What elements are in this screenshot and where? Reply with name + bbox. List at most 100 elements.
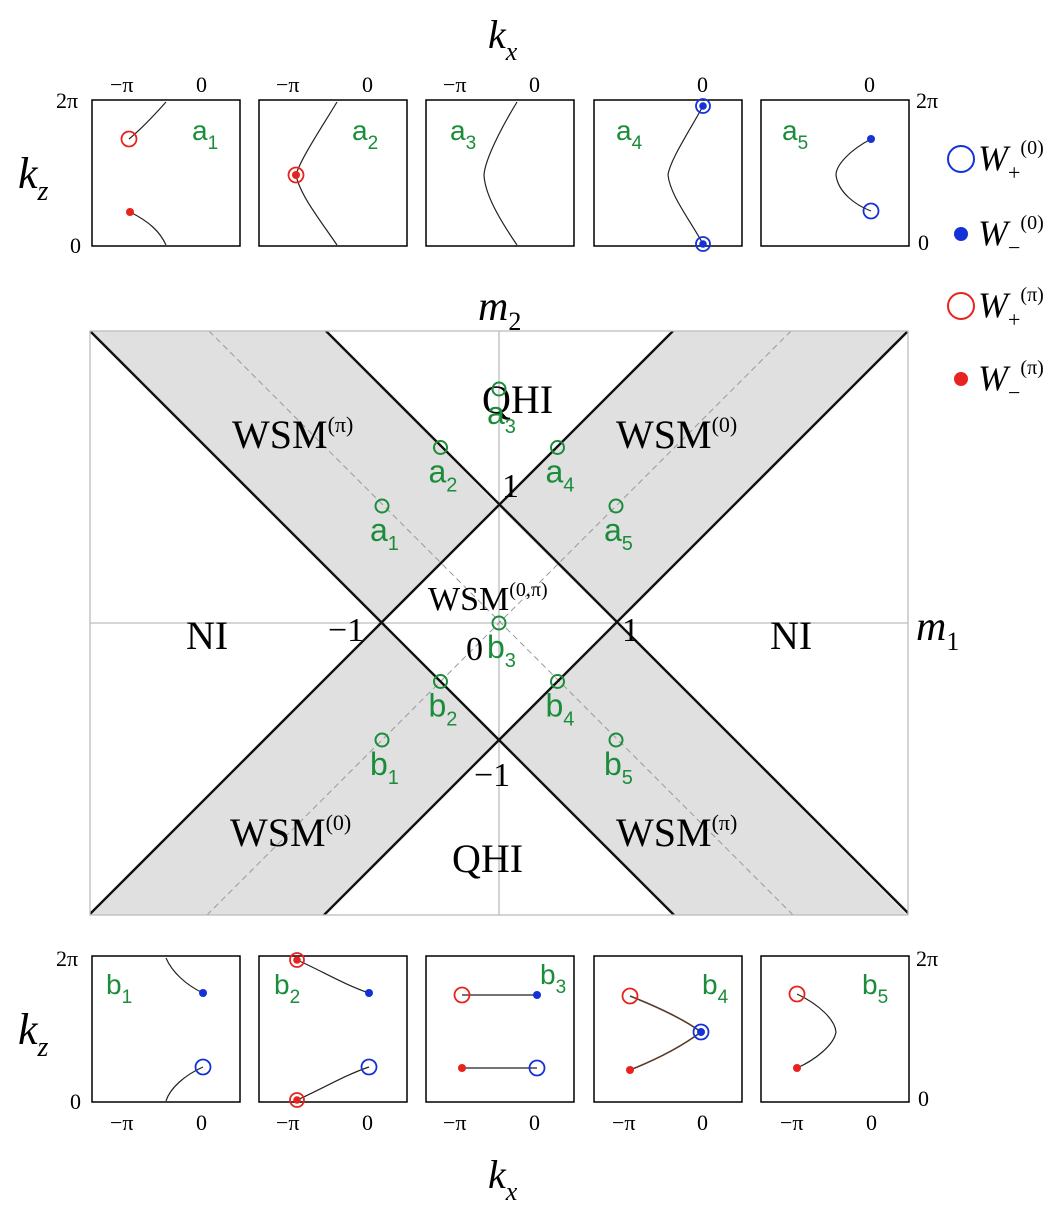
- top-panel-a5: a5: [760, 99, 910, 247]
- bottom-panel-b3-label: b3: [540, 959, 566, 998]
- bottom-panel-b2-open-blue-marker: [360, 1058, 378, 1076]
- point-b1-marker: [374, 732, 390, 748]
- top-tick-zero-5: 0: [864, 72, 875, 97]
- top-panel-a2: a2: [258, 99, 408, 247]
- top-right-zero: 0: [918, 230, 929, 255]
- bottom-panel-b4-curve-lower: [629, 1031, 702, 1071]
- top-panel-a5-filled-blue-marker: [867, 135, 875, 143]
- top-tick-minus-pi-2: −π: [276, 72, 300, 97]
- bottom-panel-b3-filled-red-marker: [458, 1064, 466, 1072]
- top-panel-a2-label: a2: [352, 115, 378, 154]
- top-tick-labels: −π 0 −π 0 −π 0 0 0: [110, 72, 875, 97]
- point-a2-marker: [433, 440, 448, 455]
- point-b2-label: b2: [429, 688, 458, 731]
- bottom-panel-b4-label: b4: [702, 969, 729, 1008]
- point-a4-label-index: 4: [563, 475, 574, 497]
- label-wsm-0-lower-left: WSM(0): [230, 810, 351, 855]
- top-panel-a4: a4: [593, 98, 743, 252]
- label-wsm-pi-upper-left: WSM(π): [232, 412, 353, 457]
- point-b1-label-index: 1: [388, 767, 399, 789]
- top-panel-a1-open-red-marker: [120, 130, 138, 148]
- top-panel-a4-label: a4: [616, 115, 643, 154]
- top-kz-label: kz: [18, 149, 49, 207]
- tick-m1-plus-1: 1: [622, 612, 639, 649]
- phase-diagram-frame: [89, 330, 909, 916]
- point-a1-label-letter: a: [370, 512, 388, 548]
- bottom-panel-b3-open-blue-marker: [528, 1059, 546, 1077]
- top-panel-a4-open-blue-marker-top: [695, 98, 711, 114]
- bottom-panel-b2-label: b2: [274, 969, 300, 1008]
- top-panel-a2-frame: [258, 99, 408, 247]
- bottom-tick-minus-pi-1: −π: [110, 1110, 134, 1135]
- bottom-tick-minus-pi-2: −π: [276, 1110, 300, 1135]
- bottom-panel-b4-frame: [593, 955, 743, 1103]
- point-b4-label-letter: b: [546, 688, 564, 724]
- tick-m2-minus-1: −1: [474, 757, 510, 794]
- bottom-panel-b2-filled-blue-marker: [365, 989, 373, 997]
- point-b4-label-index: 4: [563, 709, 574, 731]
- legend-w-minus-pi: W−(π): [978, 357, 1044, 405]
- bottom-tick-zero-5: 0: [866, 1110, 877, 1135]
- point-b3-label-index: 3: [505, 650, 516, 672]
- bottom-panel-b2-filled-red-marker-top: [293, 956, 301, 964]
- top-panel-a3-frame: [425, 99, 575, 247]
- top-panel-a3-label: a3: [450, 115, 476, 154]
- point-a2-label-letter: a: [429, 454, 447, 490]
- label-wsm-pi-lower-right: WSM(π): [616, 810, 737, 855]
- point-b5-label-letter: b: [604, 746, 622, 782]
- top-left-zero: 0: [70, 233, 81, 258]
- bottom-panel-b1-filled-blue-marker: [199, 989, 207, 997]
- top-panel-a5-curve: [835, 138, 872, 212]
- point-a3-marker: [491, 381, 507, 397]
- bottom-tick-minus-pi-3: −π: [443, 1110, 467, 1135]
- point-a4-label: a4: [546, 454, 575, 497]
- boundary-line-4: [90, 331, 674, 915]
- top-tick-minus-pi-3: −π: [443, 72, 467, 97]
- point-a4-label-letter: a: [546, 454, 564, 490]
- top-panel-a4-open-blue-marker-bottom: [695, 236, 711, 252]
- bottom-panel-b4-filled-red-marker: [626, 1066, 634, 1074]
- bottom-right-zero: 0: [918, 1086, 929, 1111]
- bottom-panel-b1-curve-lower: [165, 1066, 204, 1102]
- point-a5-label-index: 5: [622, 533, 633, 555]
- bottom-left-2pi: 2π: [56, 946, 78, 971]
- top-panel-a1-label: a1: [192, 115, 218, 154]
- legend-filled-blue-marker: [954, 227, 968, 241]
- top-panel-a5-open-blue-marker: [862, 202, 880, 220]
- bottom-panel-b2: b2: [258, 952, 408, 1108]
- bottom-tick-labels: −π 0 −π 0 −π 0 −π 0 −π 0: [110, 1110, 877, 1135]
- top-left-2pi: 2π: [56, 88, 78, 113]
- point-a5-label: a5: [604, 512, 633, 555]
- legend-open-blue-marker: [947, 145, 975, 173]
- bottom-panel-b5-curve: [796, 993, 837, 1069]
- point-b2-label-letter: b: [429, 688, 447, 724]
- label-qhi-bottom: QHI: [452, 836, 523, 881]
- legend-w-plus-pi: W+(π): [978, 284, 1044, 332]
- bottom-tick-zero-4: 0: [697, 1110, 708, 1135]
- point-b4-label: b4: [546, 688, 575, 731]
- boundary-line-2: [325, 331, 908, 915]
- point-b4-marker: [550, 674, 565, 689]
- bottom-panel-b4: b4: [593, 955, 743, 1103]
- point-a1-label-index: 1: [388, 533, 399, 555]
- point-b5-label-index: 5: [622, 767, 633, 789]
- point-a2-label: a2: [429, 454, 458, 497]
- tick-m1-minus-1: −1: [328, 612, 364, 649]
- point-b3-label: b3: [487, 629, 516, 672]
- bottom-panel-b3-open-red-marker: [453, 986, 471, 1004]
- point-b2-label-index: 2: [446, 709, 457, 731]
- dashed-diagonal-nwse: [208, 331, 794, 915]
- top-panel-a1-filled-red-marker: [126, 208, 134, 216]
- top-tick-zero-3: 0: [529, 72, 540, 97]
- bottom-kx-label: kx: [488, 1152, 518, 1206]
- bottom-tick-zero-1: 0: [196, 1110, 207, 1135]
- point-b5-marker: [608, 732, 624, 748]
- top-panel-a4-curve: [667, 105, 704, 245]
- bottom-panel-b3-filled-blue-marker: [533, 991, 541, 999]
- m1-axis-label: m1: [916, 604, 959, 656]
- top-panel-a5-label: a5: [782, 115, 808, 154]
- bottom-panel-b5: b5: [760, 955, 910, 1103]
- bottom-tick-minus-pi-4: −π: [612, 1110, 636, 1135]
- bottom-tick-zero-3: 0: [529, 1110, 540, 1135]
- bottom-panel-b2-open-red-marker-top: [289, 952, 305, 968]
